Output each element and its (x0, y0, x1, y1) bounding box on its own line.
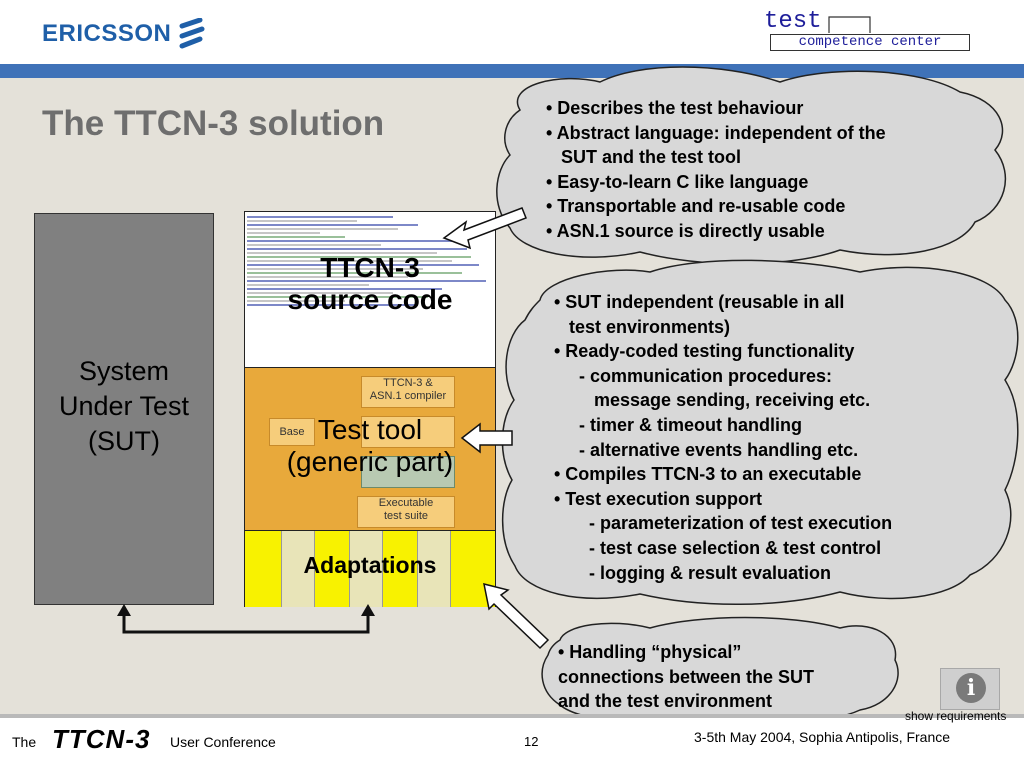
page-number: 12 (524, 734, 539, 749)
logo-frame-icon (828, 16, 871, 33)
test-competence-center-logo: test competence center (762, 8, 974, 56)
sut-box (34, 213, 214, 605)
adaptation-stripe (417, 531, 451, 607)
compiled-box (361, 416, 455, 448)
show-requirements-button[interactable]: i (940, 668, 1000, 710)
runtime-box (361, 456, 455, 488)
ttcn3-logo: TTCN-3 (52, 724, 151, 754)
info-icon: i (956, 673, 986, 703)
slide-header (0, 0, 1024, 64)
footer-divider (0, 714, 1024, 718)
competence-center-label: competence center (770, 34, 970, 51)
sut-connector (122, 612, 370, 634)
ericsson-logo: ERICSSON (42, 20, 172, 47)
footer-date: 3-5th May 2004, Sophia Antipolis, France (694, 729, 951, 745)
cloud-bottom-text: • Handling “physical” connections betwee… (558, 642, 815, 712)
footer-the: The (12, 734, 37, 750)
cloud-top-text: • Describes the test behaviour • Abstrac… (546, 98, 886, 241)
connector-arrowhead-left (117, 604, 131, 616)
sut-label: System Under Test (SUT) (58, 356, 190, 457)
cloud-middle-text: • SUT independent (reusable in all test … (554, 292, 893, 583)
test-tool-overlay: Test tool (generic part) (286, 414, 454, 478)
test-label: test (764, 8, 822, 35)
ericsson-mark-icon (179, 18, 205, 49)
page-title: The TTCN-3 solution (42, 104, 385, 143)
code-listing (247, 214, 491, 308)
executable-box: Executable test suite (357, 496, 455, 528)
footer-conference: User Conference (170, 734, 276, 750)
adaptation-stripe (349, 531, 383, 607)
compiler-box: TTCN-3 & ASN.1 compiler (361, 376, 455, 408)
base-box: Base (269, 418, 315, 446)
header-band (0, 64, 1024, 78)
test-tool-panel: TTCN-3 & ASN.1 compiler Base Executable … (245, 367, 495, 530)
slide-footer (0, 718, 1024, 768)
adaptations-panel (245, 530, 495, 607)
show-requirements-label[interactable]: show requirements (905, 709, 1007, 723)
source-code-overlay: TTCN-3 source code (287, 252, 453, 316)
adaptation-stripe (281, 531, 315, 607)
adaptations-label: Adaptations (303, 552, 437, 578)
